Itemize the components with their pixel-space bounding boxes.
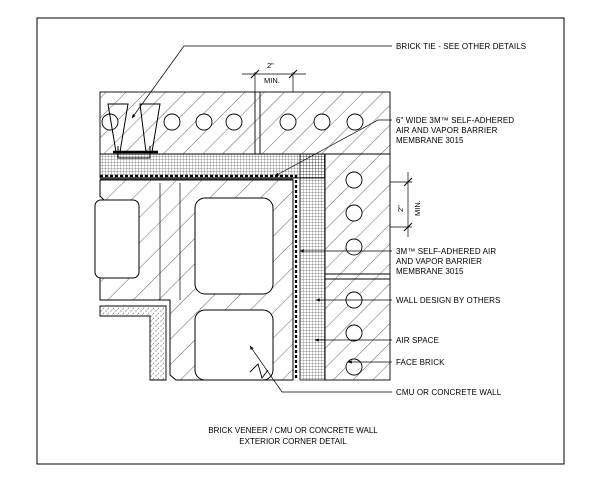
- label-cmu-wall: CMU OR CONCRETE WALL: [396, 388, 502, 397]
- interior-finish: [99, 305, 167, 381]
- cmu-wall: [94, 179, 294, 381]
- label-wall-design: WALL DESIGN BY OTHERS: [396, 296, 501, 305]
- dimension-side: 2" MIN.: [390, 172, 422, 237]
- dim-top-note: MIN.: [264, 76, 280, 85]
- title-line-1: BRICK VENEER / CMU OR CONCRETE WALL: [208, 426, 378, 435]
- label-barrier-1: 3M™ SELF-ADHERED AIR: [396, 247, 496, 256]
- label-barrier-3: MEMBRANE 3015: [396, 267, 464, 276]
- label-barrier-6in-1: 6" WIDE 3M™ SELF-ADHERED: [396, 116, 514, 125]
- label-barrier-6in-2: AIR AND VAPOR BARRIER: [396, 126, 498, 135]
- dim-top-value: 2": [267, 61, 274, 70]
- label-barrier-6in-3: MEMBRANE 3015: [396, 136, 464, 145]
- air-space-insulation: [99, 153, 326, 381]
- dim-side-value: 2": [396, 205, 405, 212]
- label-face-brick: FACE BRICK: [396, 358, 445, 367]
- dim-side-note: MIN.: [413, 200, 422, 216]
- label-brick-tie: BRICK TIE - SEE OTHER DETAILS: [396, 42, 526, 51]
- label-air-space: AIR SPACE: [396, 336, 439, 345]
- face-brick-top: [99, 91, 391, 155]
- title-line-2: EXTERIOR CORNER DETAIL: [239, 437, 347, 446]
- dimension-top: 2" MIN.: [242, 61, 306, 92]
- drawing-border: [36, 17, 565, 465]
- brick-tie: [107, 103, 161, 159]
- face-brick-right: [324, 153, 391, 381]
- label-barrier-2: AND VAPOR BARRIER: [396, 257, 482, 266]
- leader-lines: [131, 45, 392, 393]
